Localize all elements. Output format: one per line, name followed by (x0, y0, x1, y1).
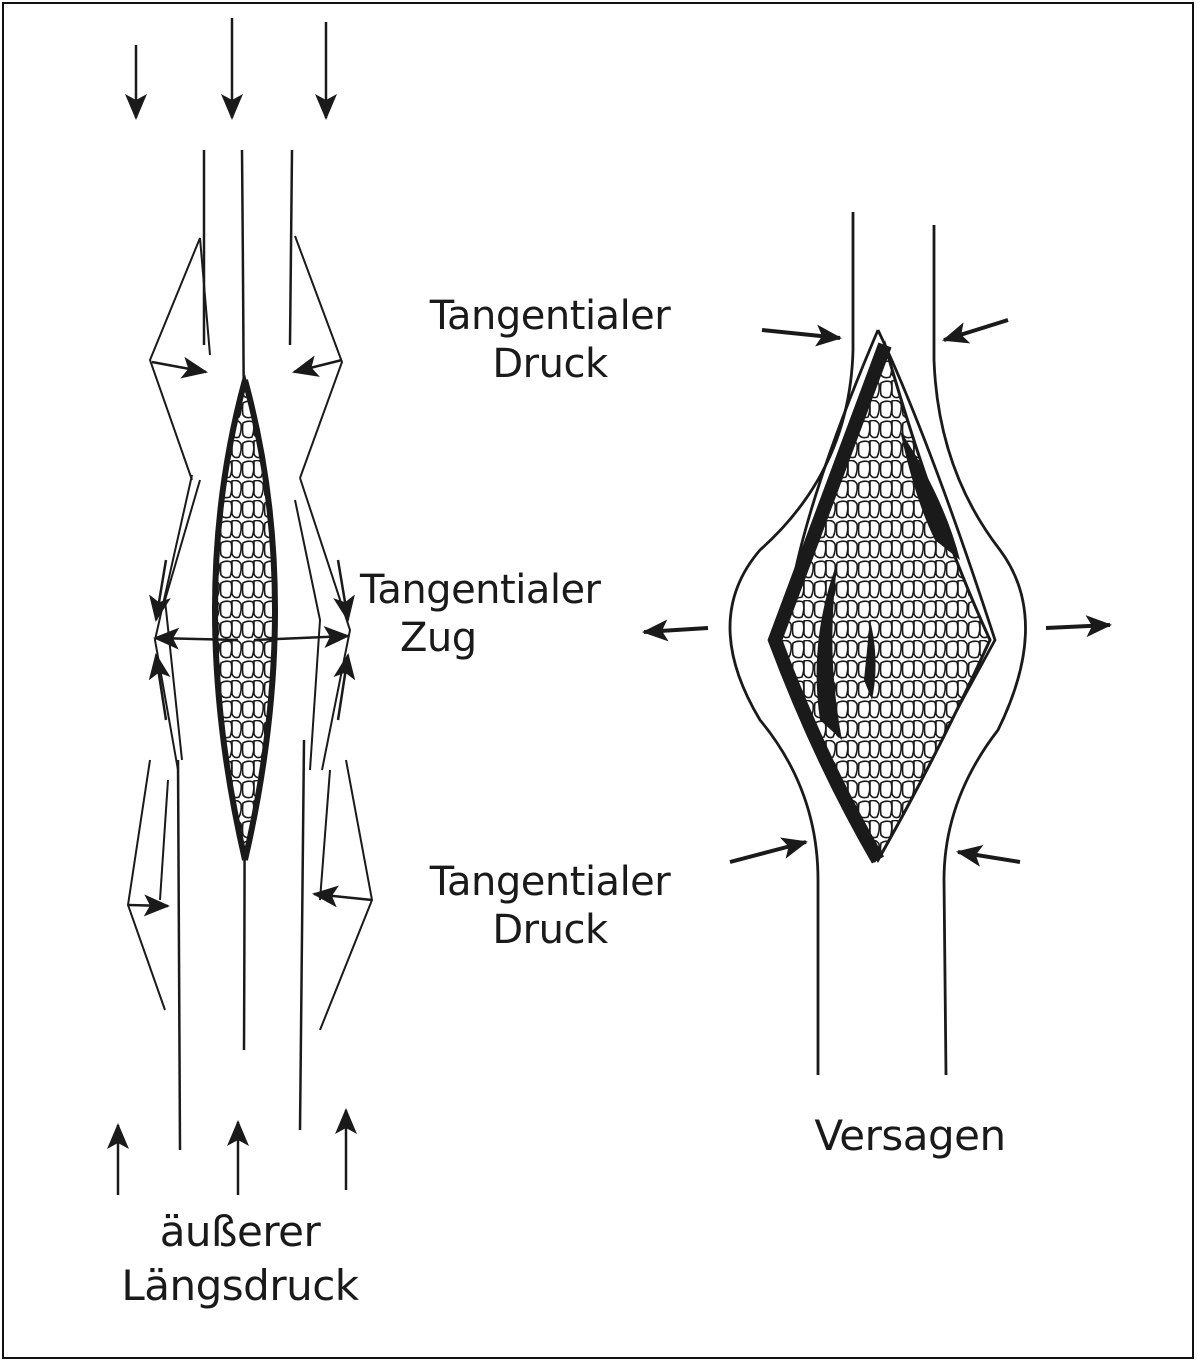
top-load-arrows (136, 18, 326, 118)
label-top-compression: Tangentialer Druck (380, 292, 720, 388)
failed-cell-body (775, 345, 990, 860)
label-external-line2: Längsdruck (60, 1259, 420, 1313)
label-bottom-compression-line1: Tangentialer (390, 858, 710, 906)
label-failure: Versagen (770, 1112, 1050, 1160)
label-tension: Tangentialer Zug (360, 566, 660, 662)
label-bottom-compression-line2: Druck (390, 906, 710, 954)
label-top-compression-line2: Druck (380, 340, 720, 388)
label-external-longitudinal-pressure: äußerer Längsdruck (60, 1205, 420, 1313)
label-external-line1: äußerer (60, 1205, 420, 1259)
bottom-load-arrows (118, 1110, 346, 1195)
cell-lens-left (215, 380, 275, 860)
label-tension-line2: Zug (360, 614, 660, 662)
label-bottom-compression: Tangentialer Druck (390, 858, 710, 954)
label-top-compression-line1: Tangentialer (380, 292, 720, 340)
label-tension-line1: Tangentialer (360, 566, 660, 614)
